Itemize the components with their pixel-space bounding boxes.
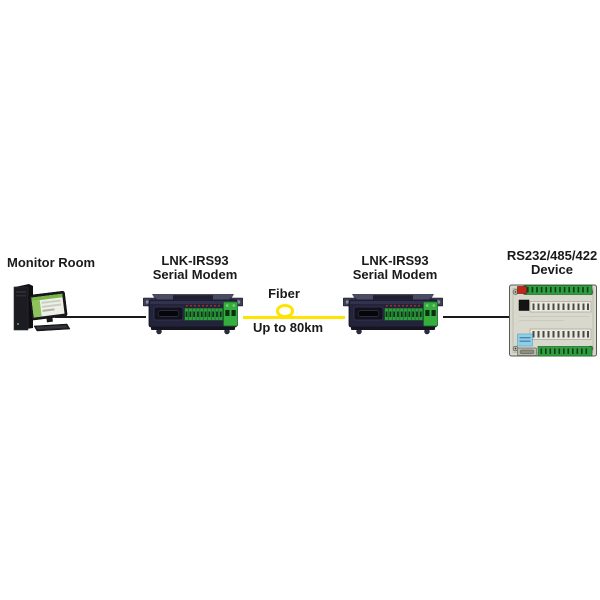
modem-right-label: LNK-IRS93 Serial Modem	[353, 254, 438, 282]
fiber-loop	[276, 304, 294, 318]
modem-terminal-strip	[184, 308, 223, 321]
computer-monitor	[28, 291, 68, 323]
modem-left-label: LNK-IRS93 Serial Modem	[153, 254, 238, 282]
modem-led-row	[186, 304, 220, 307]
device-red-component	[517, 286, 527, 294]
serial-modem-right-icon	[343, 294, 443, 335]
device-lower-terminals	[529, 328, 592, 340]
monitor-room-label: Monitor Room	[7, 256, 95, 270]
device-top-terminal-strip	[523, 285, 593, 295]
device-type: Device	[531, 262, 573, 277]
serial-modem-left-icon	[143, 294, 243, 335]
modem-right-name: LNK-IRS93	[361, 253, 429, 268]
monitor-room-label-text: Monitor Room	[7, 255, 96, 270]
device-chip	[518, 299, 530, 311]
device-bottom-terminal-strip	[537, 346, 593, 357]
modem-left-name: LNK-IRS93	[161, 253, 229, 268]
fiber-label: Fiber	[268, 286, 300, 301]
modem-fiber-block	[423, 301, 438, 327]
computer-tower-front	[13, 286, 29, 331]
device-db9-connector	[517, 347, 537, 356]
serial-cable-right	[443, 316, 511, 318]
serial-cable-left	[55, 316, 146, 318]
fiber-cable	[243, 316, 345, 319]
computer-icon	[13, 284, 71, 332]
device-blue-sticker	[517, 333, 533, 347]
fiber-distance-label: Up to 80km	[252, 320, 324, 335]
device-name: RS232/485/422	[506, 248, 598, 263]
rs232-device-icon	[509, 284, 597, 357]
modem-right-type: Serial Modem	[352, 267, 438, 282]
modem-fiber-block	[223, 301, 238, 327]
modem-terminal-strip	[384, 308, 423, 321]
modem-led-row	[386, 304, 420, 307]
device-upper-terminals	[529, 301, 592, 313]
device-label: RS232/485/422 Device	[507, 249, 597, 277]
modem-left-type: Serial Modem	[152, 267, 238, 282]
